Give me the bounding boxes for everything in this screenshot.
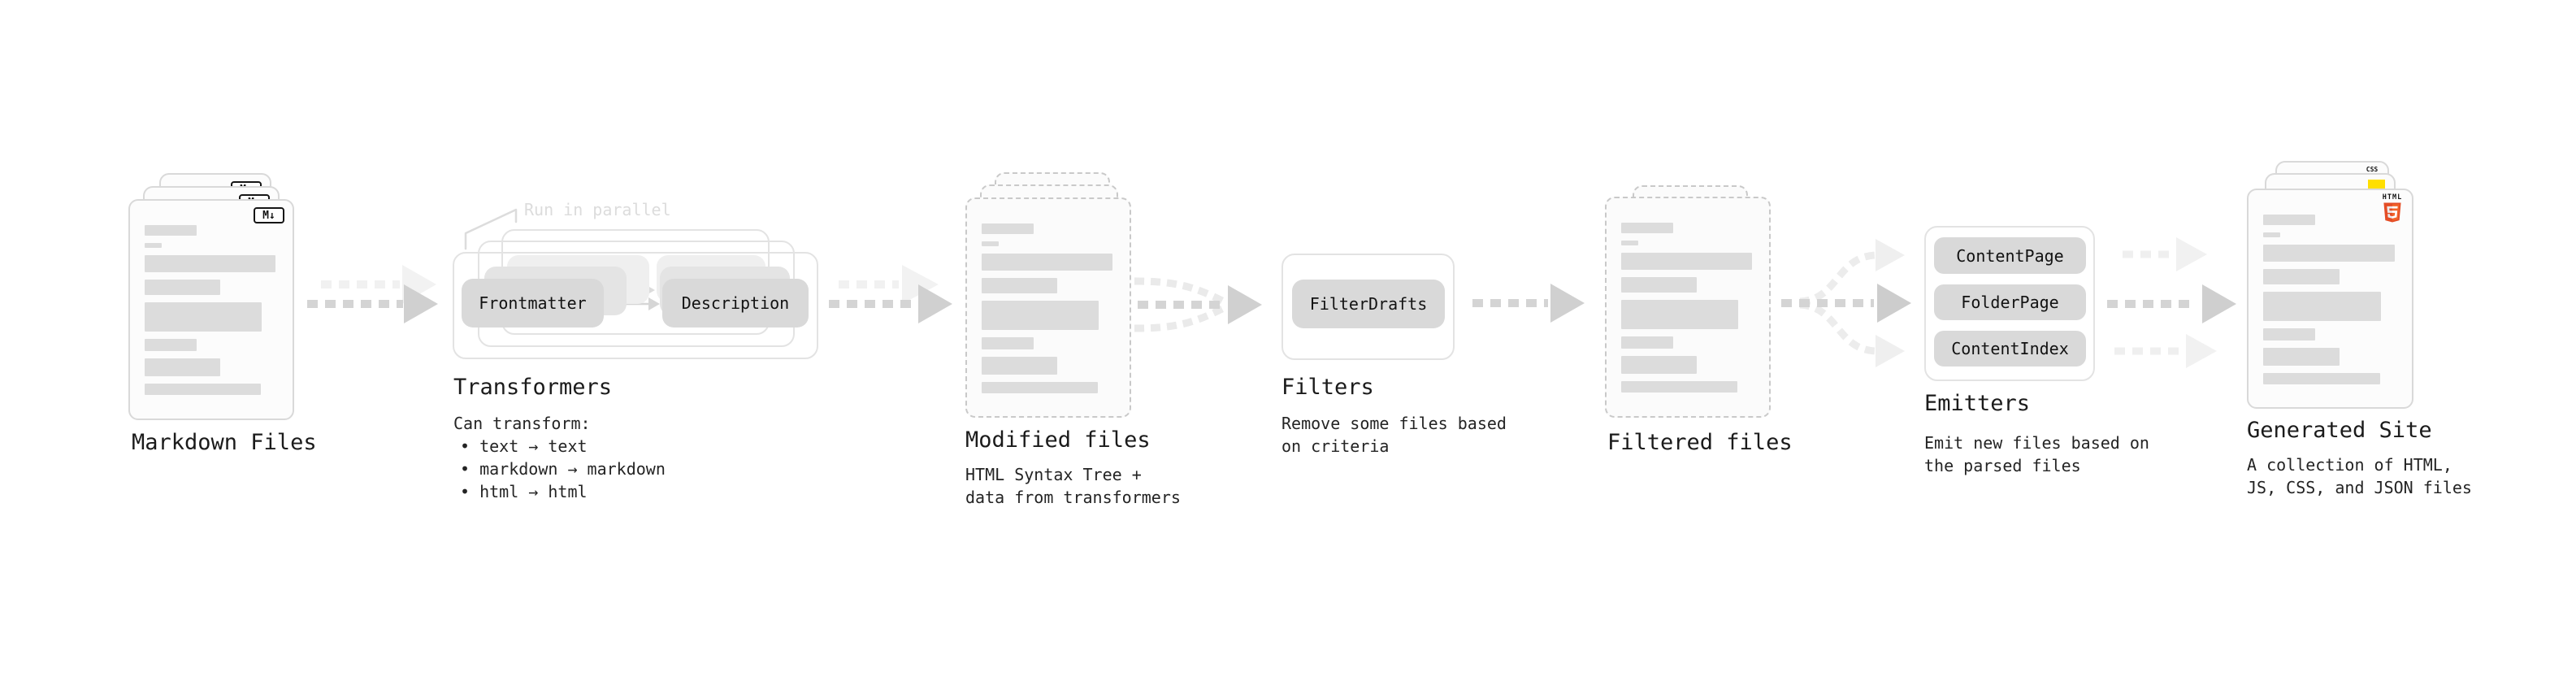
generated-site-desc: A collection of HTML, JS, CSS, and JSON … xyxy=(2247,455,2472,497)
arrows-emitters-to-site xyxy=(2107,237,2236,368)
run-in-parallel-note: Run in parallel xyxy=(524,200,671,219)
document-text-placeholder xyxy=(145,225,278,402)
frontmatter-pill: Frontmatter xyxy=(462,279,604,327)
document-text-placeholder xyxy=(1621,223,1754,400)
html5-shield-icon xyxy=(2383,202,2401,223)
markdown-file-card-front: M↓ xyxy=(128,199,294,420)
filterdrafts-pill: FilterDrafts xyxy=(1292,280,1445,328)
folderpage-pill: FolderPage xyxy=(1934,284,2086,320)
transformer-frame-front xyxy=(453,252,818,359)
transformers-desc-heading: Can transform: xyxy=(453,414,591,433)
modified-file-card-front xyxy=(965,197,1131,418)
transformers-label: Transformers xyxy=(453,375,613,400)
generated-site-label: Generated Site xyxy=(2247,418,2432,443)
js-file-icon xyxy=(2368,180,2385,189)
filters-frame xyxy=(1281,254,1455,360)
document-text-placeholder xyxy=(2263,215,2397,392)
bullet-item: • markdown → markdown xyxy=(460,459,666,479)
emitters-desc: Emit new files based on the parsed files xyxy=(1924,433,2149,475)
emitters-label: Emitters xyxy=(1924,391,2031,416)
arrow-modified-to-filters-merge xyxy=(1134,277,1262,332)
arrow-filtered-to-emitters-split xyxy=(1781,239,1911,367)
description-pill: Description xyxy=(662,279,809,327)
filtered-file-card-front xyxy=(1605,197,1771,418)
arrow-markdown-to-transformers xyxy=(307,265,438,323)
arrow-filters-to-filtered xyxy=(1472,284,1585,323)
arrow-transformers-to-modified xyxy=(829,265,952,323)
bullet-item: • html → html xyxy=(460,482,588,501)
site-file-card-html: HTML xyxy=(2247,189,2413,409)
filters-desc: Remove some files based on criteria xyxy=(1281,414,1507,456)
contentpage-pill: ContentPage xyxy=(1934,237,2086,274)
emitters-frame xyxy=(1924,226,2095,381)
filters-label: Filters xyxy=(1281,375,1374,400)
filtered-files-label: Filtered files xyxy=(1607,430,1793,455)
markdown-icon: M↓ xyxy=(254,207,284,223)
html5-icon-label: HTML xyxy=(2382,193,2403,202)
contentindex-pill: ContentIndex xyxy=(1934,331,2086,367)
document-text-placeholder xyxy=(982,223,1115,401)
modified-files-desc: HTML Syntax Tree + data from transformer… xyxy=(965,465,1181,507)
transformers-bullet-list: • text → text • markdown → markdown • ht… xyxy=(460,435,666,503)
css-icon-label: CSS xyxy=(2366,166,2379,173)
html5-file-icon: HTML xyxy=(2382,194,2403,227)
markdown-files-label: Markdown Files xyxy=(132,430,317,455)
modified-files-label: Modified files xyxy=(965,427,1151,453)
bullet-item: • text → text xyxy=(460,436,588,456)
